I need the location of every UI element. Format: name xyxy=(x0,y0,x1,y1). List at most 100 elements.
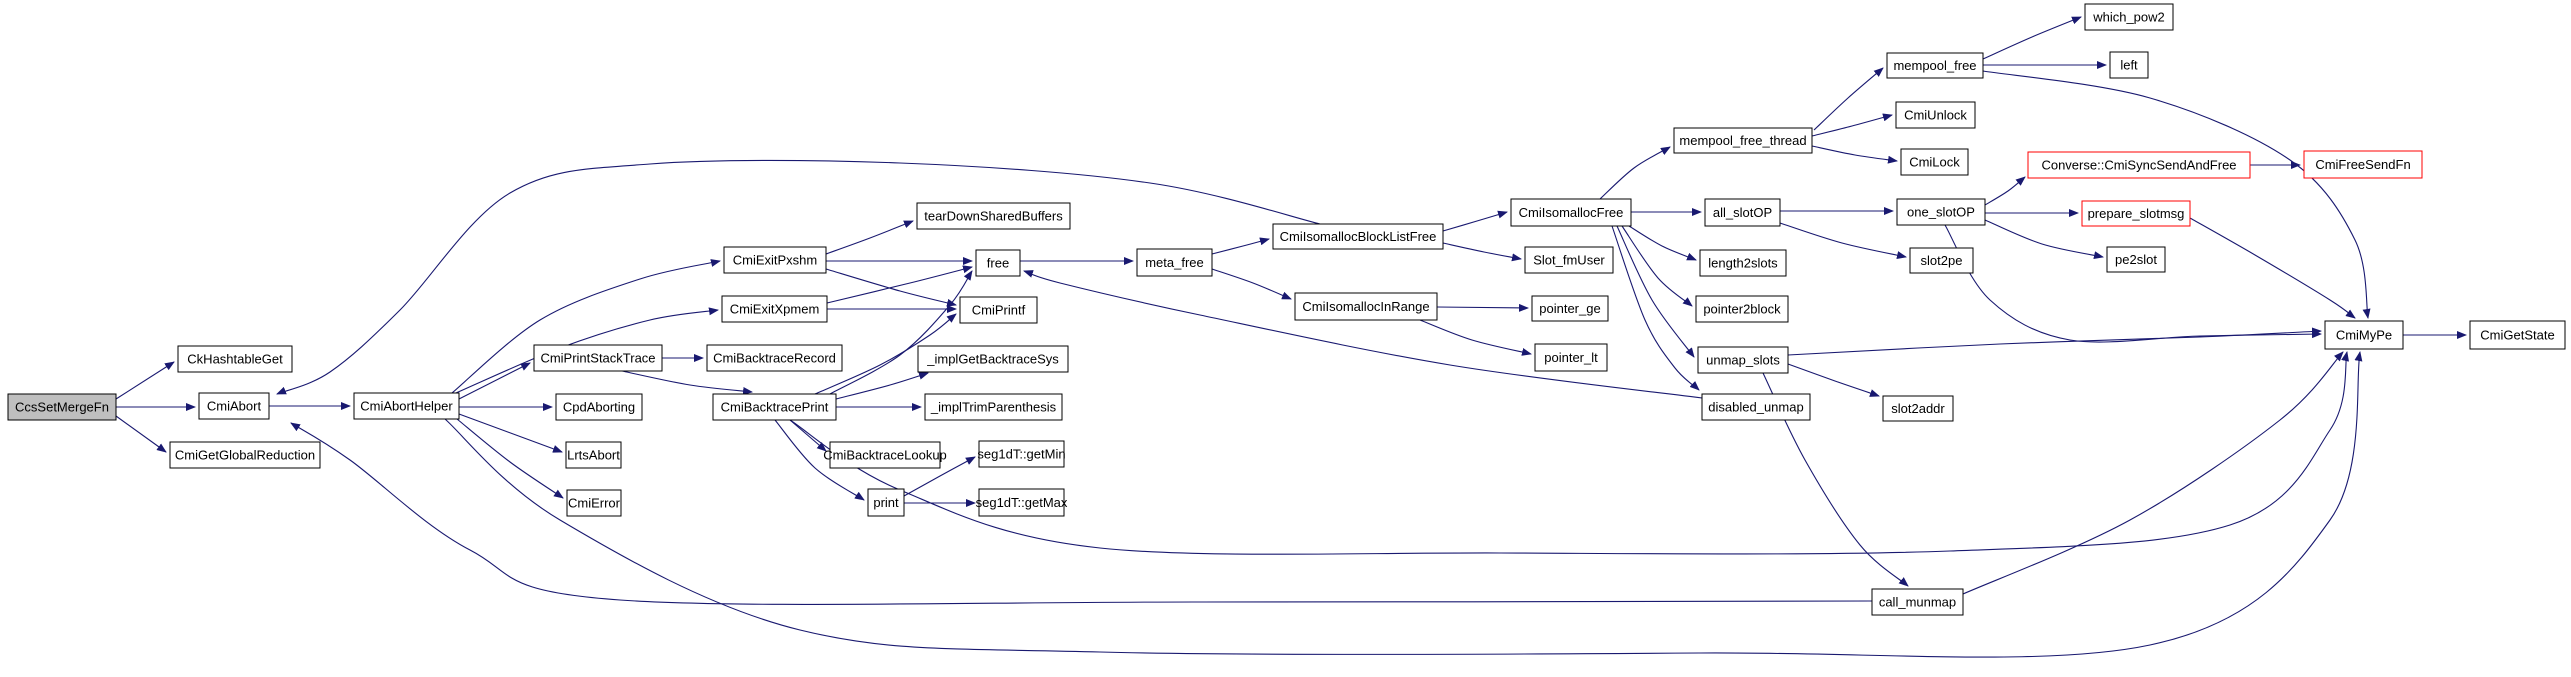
graph-node-CmiGetGlobalReduction[interactable]: CmiGetGlobalReduction xyxy=(169,441,321,469)
graph-node-CmiFreeSendFn[interactable]: CmiFreeSendFn xyxy=(2303,150,2423,179)
graph-node-unmap_slots[interactable]: unmap_slots xyxy=(1697,346,1789,374)
graph-node-box-slot2addr[interactable] xyxy=(1882,395,1954,422)
graph-node-box-mempool_free[interactable] xyxy=(1886,52,1984,79)
graph-node-box-Slot_fmUser[interactable] xyxy=(1524,246,1614,274)
graph-node-box-pointer_lt[interactable] xyxy=(1534,343,1608,372)
graph-node-box-CkHashtableGet[interactable] xyxy=(177,345,293,373)
graph-node-left[interactable]: left xyxy=(2109,51,2149,79)
graph-node-CmiIsomallocBlockListFree[interactable]: CmiIsomallocBlockListFree xyxy=(1272,223,1444,250)
graph-node-one_slotOP[interactable]: one_slotOP xyxy=(1896,198,1986,226)
graph-node-box-Converse_CmiSyncSendAndFree[interactable] xyxy=(2027,151,2251,179)
graph-node-call_munmap[interactable]: call_munmap xyxy=(1871,588,1964,616)
graph-node-box-CmiBacktraceRecord[interactable] xyxy=(706,344,843,372)
graph-node-CmiAbortHelper[interactable]: CmiAbortHelper xyxy=(353,392,460,420)
graph-node-box-LrtsAbort[interactable] xyxy=(565,441,622,469)
graph-node-box-CmiUnlock[interactable] xyxy=(1895,101,1976,129)
graph-node-mempool_free[interactable]: mempool_free xyxy=(1886,52,1984,79)
graph-node-which_pow2[interactable]: which_pow2 xyxy=(2084,3,2174,31)
graph-node-box-CmiFreeSendFn[interactable] xyxy=(2303,150,2423,179)
graph-node-box-CmiGetState[interactable] xyxy=(2469,320,2566,350)
graph-node-box-length2slots[interactable] xyxy=(1699,249,1787,277)
graph-node-box-tearDownSharedBuffers[interactable] xyxy=(916,202,1071,230)
graph-node-box-_implGetBacktraceSys[interactable] xyxy=(917,345,1069,373)
graph-node-pointer_ge[interactable]: pointer_ge xyxy=(1531,295,1609,322)
graph-node-CmiPrintStackTrace[interactable]: CmiPrintStackTrace xyxy=(533,344,663,372)
graph-node-box-pointer_ge[interactable] xyxy=(1531,295,1609,322)
graph-node-box-CmiAbort[interactable] xyxy=(198,392,270,420)
graph-node-box-CpdAborting[interactable] xyxy=(555,393,643,421)
graph-node-_implTrimParenthesis[interactable]: _implTrimParenthesis xyxy=(924,393,1063,421)
graph-node-_implGetBacktraceSys[interactable]: _implGetBacktraceSys xyxy=(917,345,1069,373)
graph-node-box-CmiMyPe[interactable] xyxy=(2324,320,2404,350)
graph-node-box-_implTrimParenthesis[interactable] xyxy=(924,393,1063,421)
graph-node-meta_free[interactable]: meta_free xyxy=(1136,248,1213,277)
graph-node-disabled_unmap[interactable]: disabled_unmap xyxy=(1701,393,1811,421)
graph-node-box-slot2pe[interactable] xyxy=(1909,247,1974,274)
graph-node-CcsSetMergeFn[interactable]: CcsSetMergeFn xyxy=(7,393,117,421)
graph-node-pe2slot[interactable]: pe2slot xyxy=(2106,246,2166,273)
graph-node-CmiGetState[interactable]: CmiGetState xyxy=(2469,320,2566,350)
graph-node-seg1dT_getMax[interactable]: seg1dT::getMax xyxy=(976,488,1068,517)
graph-node-box-which_pow2[interactable] xyxy=(2084,3,2174,31)
graph-node-Slot_fmUser[interactable]: Slot_fmUser xyxy=(1524,246,1614,274)
graph-node-mempool_free_thread[interactable]: mempool_free_thread xyxy=(1673,127,1813,154)
graph-node-CmiExitXpmem[interactable]: CmiExitXpmem xyxy=(721,295,828,323)
graph-node-seg1dT_getMin[interactable]: seg1dT::getMin xyxy=(977,440,1066,468)
graph-node-length2slots[interactable]: length2slots xyxy=(1699,249,1787,277)
graph-node-slot2pe[interactable]: slot2pe xyxy=(1909,247,1974,274)
graph-node-CmiAbort[interactable]: CmiAbort xyxy=(198,392,270,420)
graph-node-all_slotOP[interactable]: all_slotOP xyxy=(1704,198,1781,227)
graph-node-box-CmiExitXpmem[interactable] xyxy=(721,295,828,323)
graph-node-box-seg1dT_getMin[interactable] xyxy=(978,440,1065,468)
graph-node-pointer_lt[interactable]: pointer_lt xyxy=(1534,343,1608,372)
graph-node-CmiBacktraceRecord[interactable]: CmiBacktraceRecord xyxy=(706,344,843,372)
graph-node-CpdAborting[interactable]: CpdAborting xyxy=(555,393,643,421)
graph-node-slot2addr[interactable]: slot2addr xyxy=(1882,395,1954,422)
graph-node-box-CmiBacktraceLookup[interactable] xyxy=(829,441,941,469)
graph-node-box-CmiPrintStackTrace[interactable] xyxy=(533,344,663,372)
graph-node-pointer2block[interactable]: pointer2block xyxy=(1695,295,1789,323)
graph-node-box-CmiIsomallocBlockListFree[interactable] xyxy=(1272,223,1444,250)
graph-node-free[interactable]: free xyxy=(975,249,1021,277)
graph-node-CmiError[interactable]: CmiError xyxy=(566,489,622,517)
graph-node-box-CmiLock[interactable] xyxy=(1900,148,1969,176)
graph-node-box-CmiIsomallocFree[interactable] xyxy=(1510,198,1632,227)
graph-node-CmiUnlock[interactable]: CmiUnlock xyxy=(1895,101,1976,129)
graph-node-box-call_munmap[interactable] xyxy=(1871,588,1964,616)
graph-node-box-CmiAbortHelper[interactable] xyxy=(353,392,460,420)
graph-node-box-CmiError[interactable] xyxy=(566,489,622,517)
graph-node-box-CmiGetGlobalReduction[interactable] xyxy=(169,441,321,469)
graph-node-box-CmiIsomallocInRange[interactable] xyxy=(1294,292,1438,321)
graph-node-CmiBacktraceLookup[interactable]: CmiBacktraceLookup xyxy=(823,441,947,469)
graph-node-LrtsAbort[interactable]: LrtsAbort xyxy=(565,441,622,469)
graph-node-box-meta_free[interactable] xyxy=(1136,248,1213,277)
graph-node-box-pointer2block[interactable] xyxy=(1695,295,1789,323)
graph-node-box-free[interactable] xyxy=(975,249,1021,277)
graph-node-box-CmiExitPxshm[interactable] xyxy=(723,246,827,274)
graph-node-box-prepare_slotmsg[interactable] xyxy=(2081,200,2191,227)
graph-node-box-pe2slot[interactable] xyxy=(2106,246,2166,273)
graph-node-box-CmiPrintf[interactable] xyxy=(959,296,1038,324)
graph-node-tearDownSharedBuffers[interactable]: tearDownSharedBuffers xyxy=(916,202,1071,230)
graph-node-box-one_slotOP[interactable] xyxy=(1896,198,1986,226)
graph-node-CmiIsomallocFree[interactable]: CmiIsomallocFree xyxy=(1510,198,1632,227)
graph-node-prepare_slotmsg[interactable]: prepare_slotmsg xyxy=(2081,200,2191,227)
graph-node-CmiPrintf[interactable]: CmiPrintf xyxy=(959,296,1038,324)
graph-node-box-print[interactable] xyxy=(867,488,905,517)
graph-node-CkHashtableGet[interactable]: CkHashtableGet xyxy=(177,345,293,373)
graph-node-box-CmiBacktracePrint[interactable] xyxy=(712,393,837,421)
graph-node-box-left[interactable] xyxy=(2109,51,2149,79)
graph-node-CmiExitPxshm[interactable]: CmiExitPxshm xyxy=(723,246,827,274)
graph-node-box-disabled_unmap[interactable] xyxy=(1701,393,1811,421)
graph-node-CmiBacktracePrint[interactable]: CmiBacktracePrint xyxy=(712,393,837,421)
graph-node-CmiIsomallocInRange[interactable]: CmiIsomallocInRange xyxy=(1294,292,1438,321)
graph-node-box-mempool_free_thread[interactable] xyxy=(1673,127,1813,154)
graph-node-box-CcsSetMergeFn[interactable] xyxy=(7,393,117,421)
graph-node-Converse_CmiSyncSendAndFree[interactable]: Converse::CmiSyncSendAndFree xyxy=(2027,151,2251,179)
graph-node-box-seg1dT_getMax[interactable] xyxy=(978,488,1065,517)
graph-node-print[interactable]: print xyxy=(867,488,905,517)
graph-node-box-all_slotOP[interactable] xyxy=(1704,198,1781,227)
graph-node-CmiLock[interactable]: CmiLock xyxy=(1900,148,1969,176)
graph-node-box-unmap_slots[interactable] xyxy=(1697,346,1789,374)
graph-node-CmiMyPe[interactable]: CmiMyPe xyxy=(2324,320,2404,350)
